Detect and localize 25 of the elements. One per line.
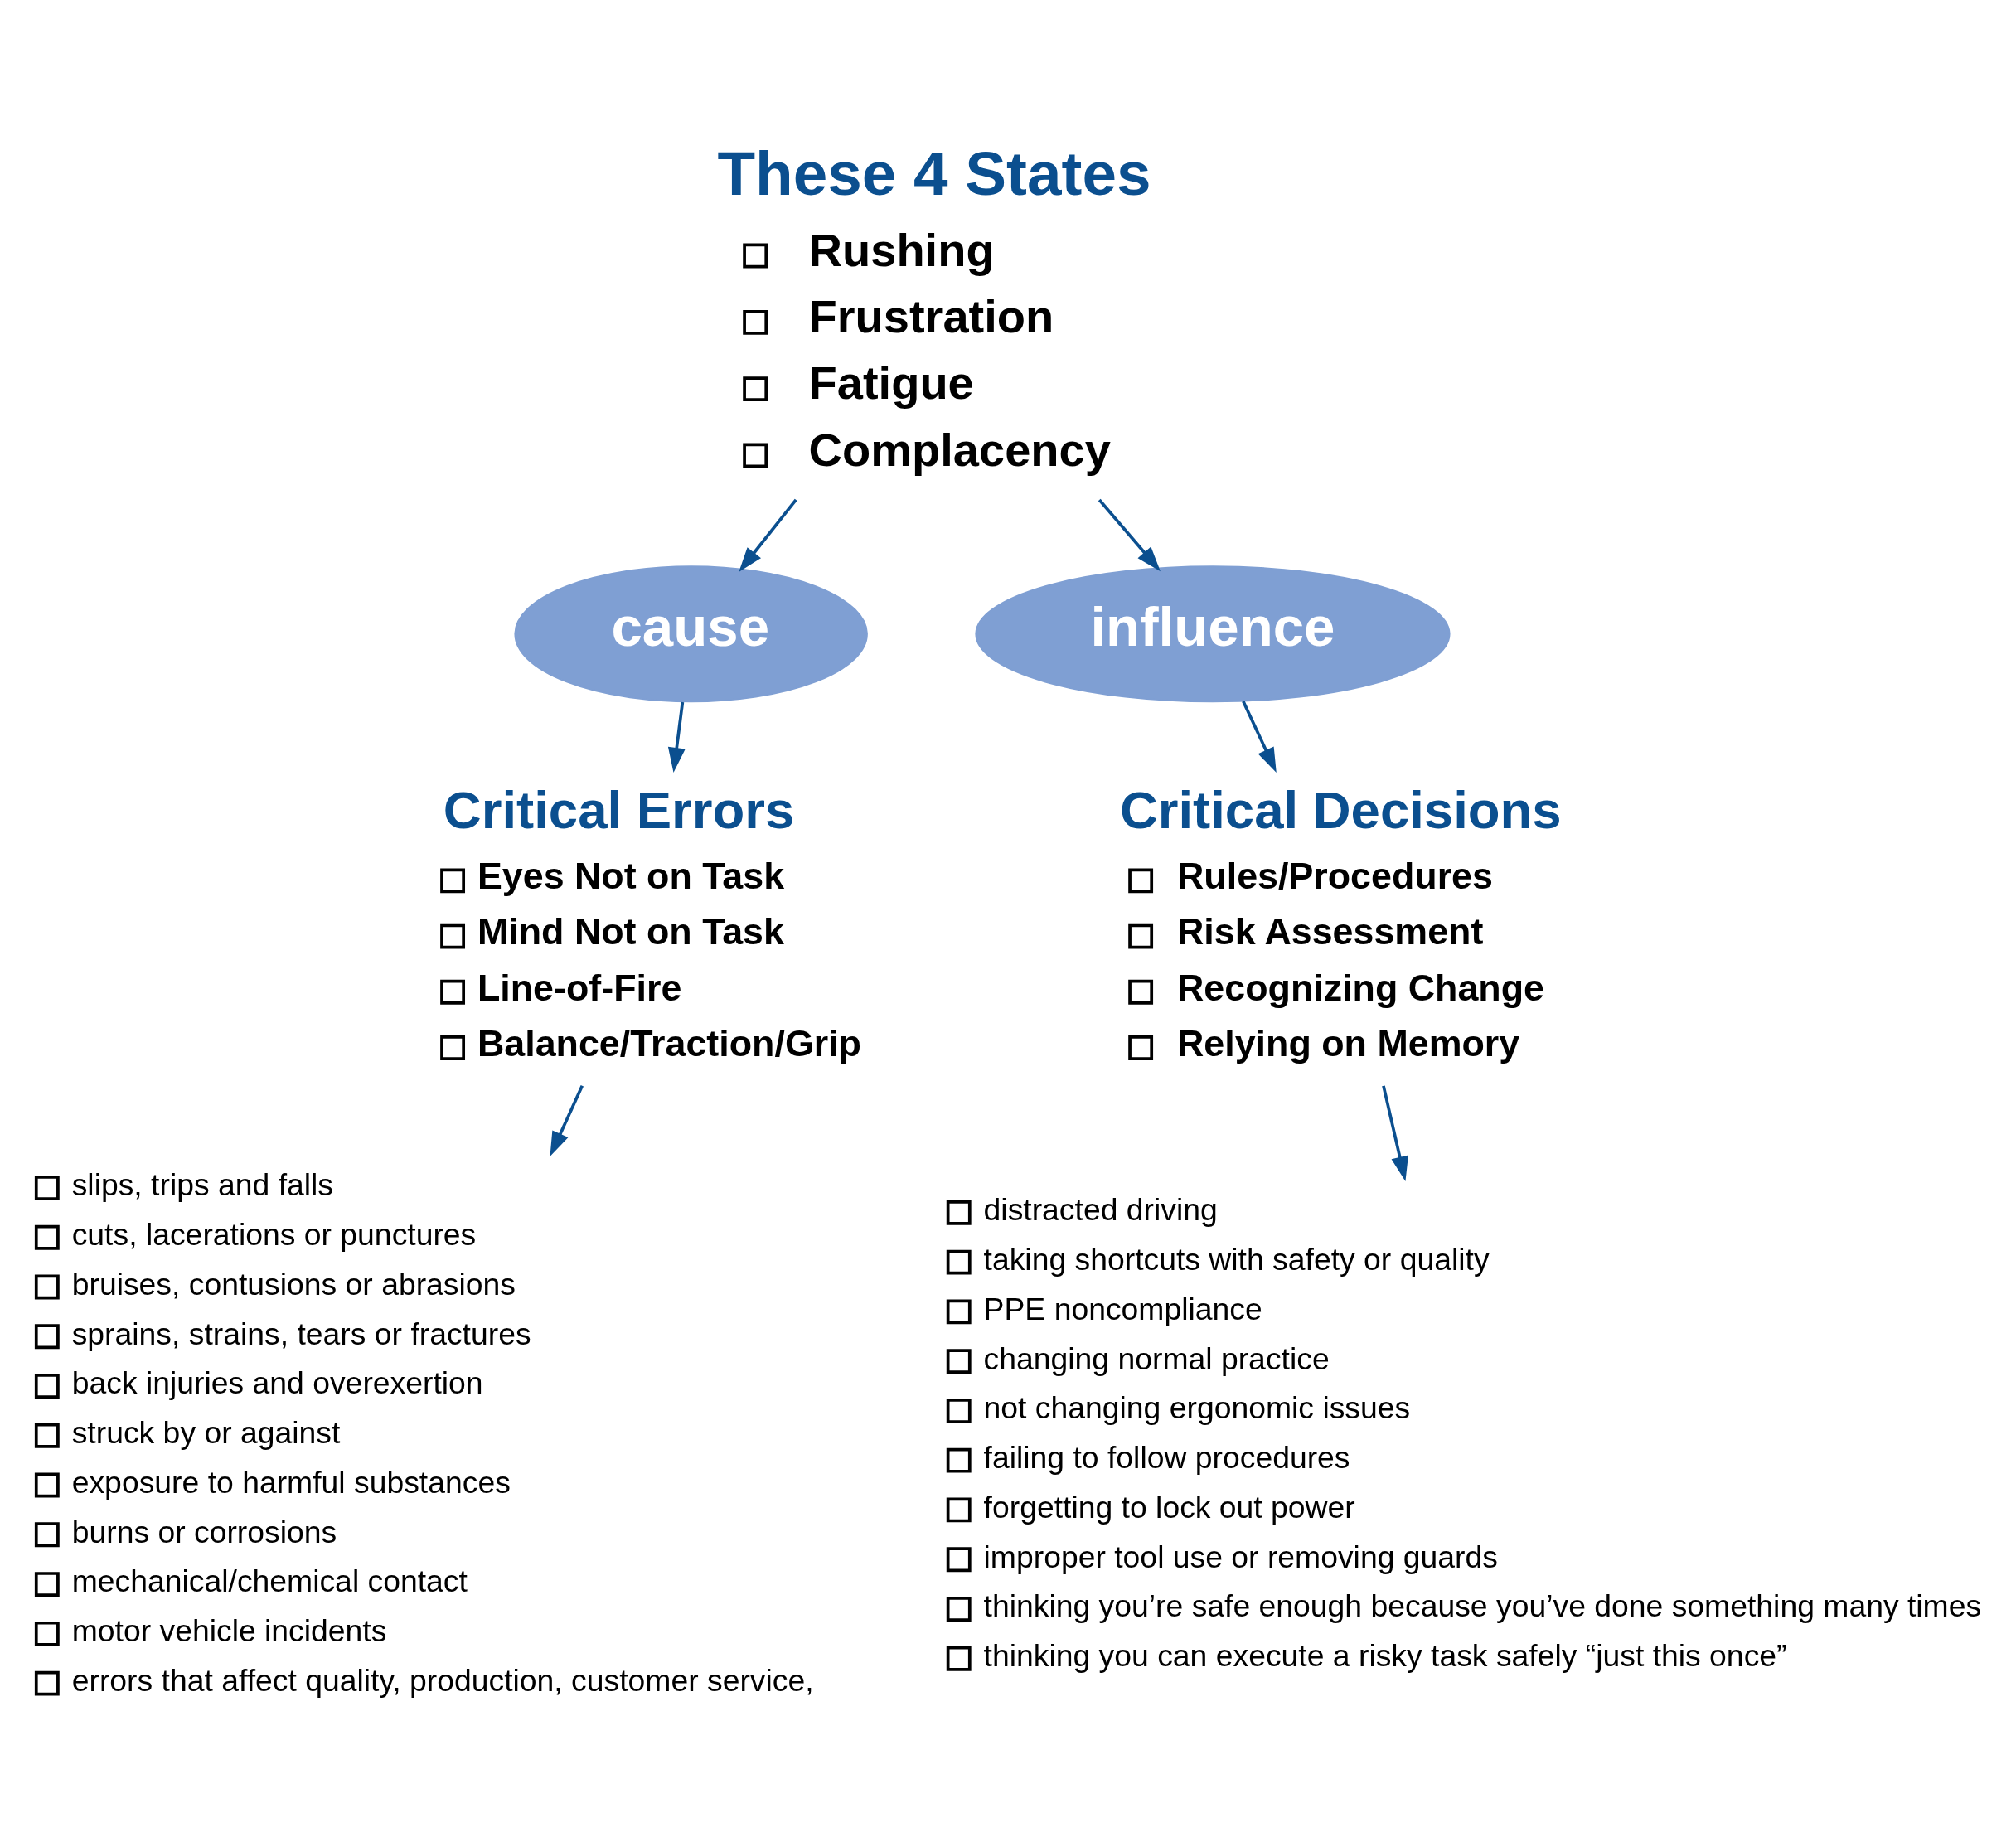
node-label: Complacency — [808, 423, 1111, 476]
node-label: Eyes Not on Task — [477, 855, 785, 897]
node-label: Fatigue — [808, 356, 974, 410]
arrow — [667, 701, 686, 773]
arrow — [1098, 498, 1161, 572]
node-label: Critical Decisions — [1119, 781, 1562, 840]
node-label: Critical Errors — [443, 781, 795, 840]
node-label: Frustration — [808, 289, 1054, 342]
arrow — [1382, 1085, 1408, 1182]
node-label: Relying on Memory — [1177, 1021, 1520, 1064]
node-ellipse: influence — [975, 565, 1451, 703]
node-label: Rushing — [808, 223, 995, 276]
arrow — [550, 1085, 584, 1156]
arrow — [1242, 701, 1277, 773]
node-label: Risk Assessment — [1177, 910, 1484, 953]
node-label: Mind Not on Task — [477, 910, 784, 953]
node-label: Line-of-Fire — [477, 966, 682, 1008]
node-ellipse: cause — [514, 565, 868, 703]
node-text: distracted driving taking shortcuts with safety or quality PPE noncompliance changing normal practice not changing ergonomic issues failing to follow procedures forgetting to lock out power improper tool use or removing guards thinking you’re safe enough because you’ve done something many times thinking you can execute a risky task safely “just this once” — [983, 1192, 1982, 1674]
node-label: These 4 States — [717, 138, 1151, 208]
node-label: Balance/Traction/Grip — [477, 1021, 862, 1064]
node-text: slips, trips and falls cuts, lacerations or punctures bruises, contusions or abrasions sprains, strains, tears or fractures back injuries and overexertion struck by or against exposure to harmful substances burns or corrosions mechanical/chemical contact motor vehicle incidents errors that affect quality, production, customer service, — [71, 1167, 814, 1698]
arrow — [739, 498, 797, 573]
node-label: Recognizing Change — [1177, 966, 1545, 1008]
node-label: Rules/Procedures — [1177, 855, 1493, 897]
